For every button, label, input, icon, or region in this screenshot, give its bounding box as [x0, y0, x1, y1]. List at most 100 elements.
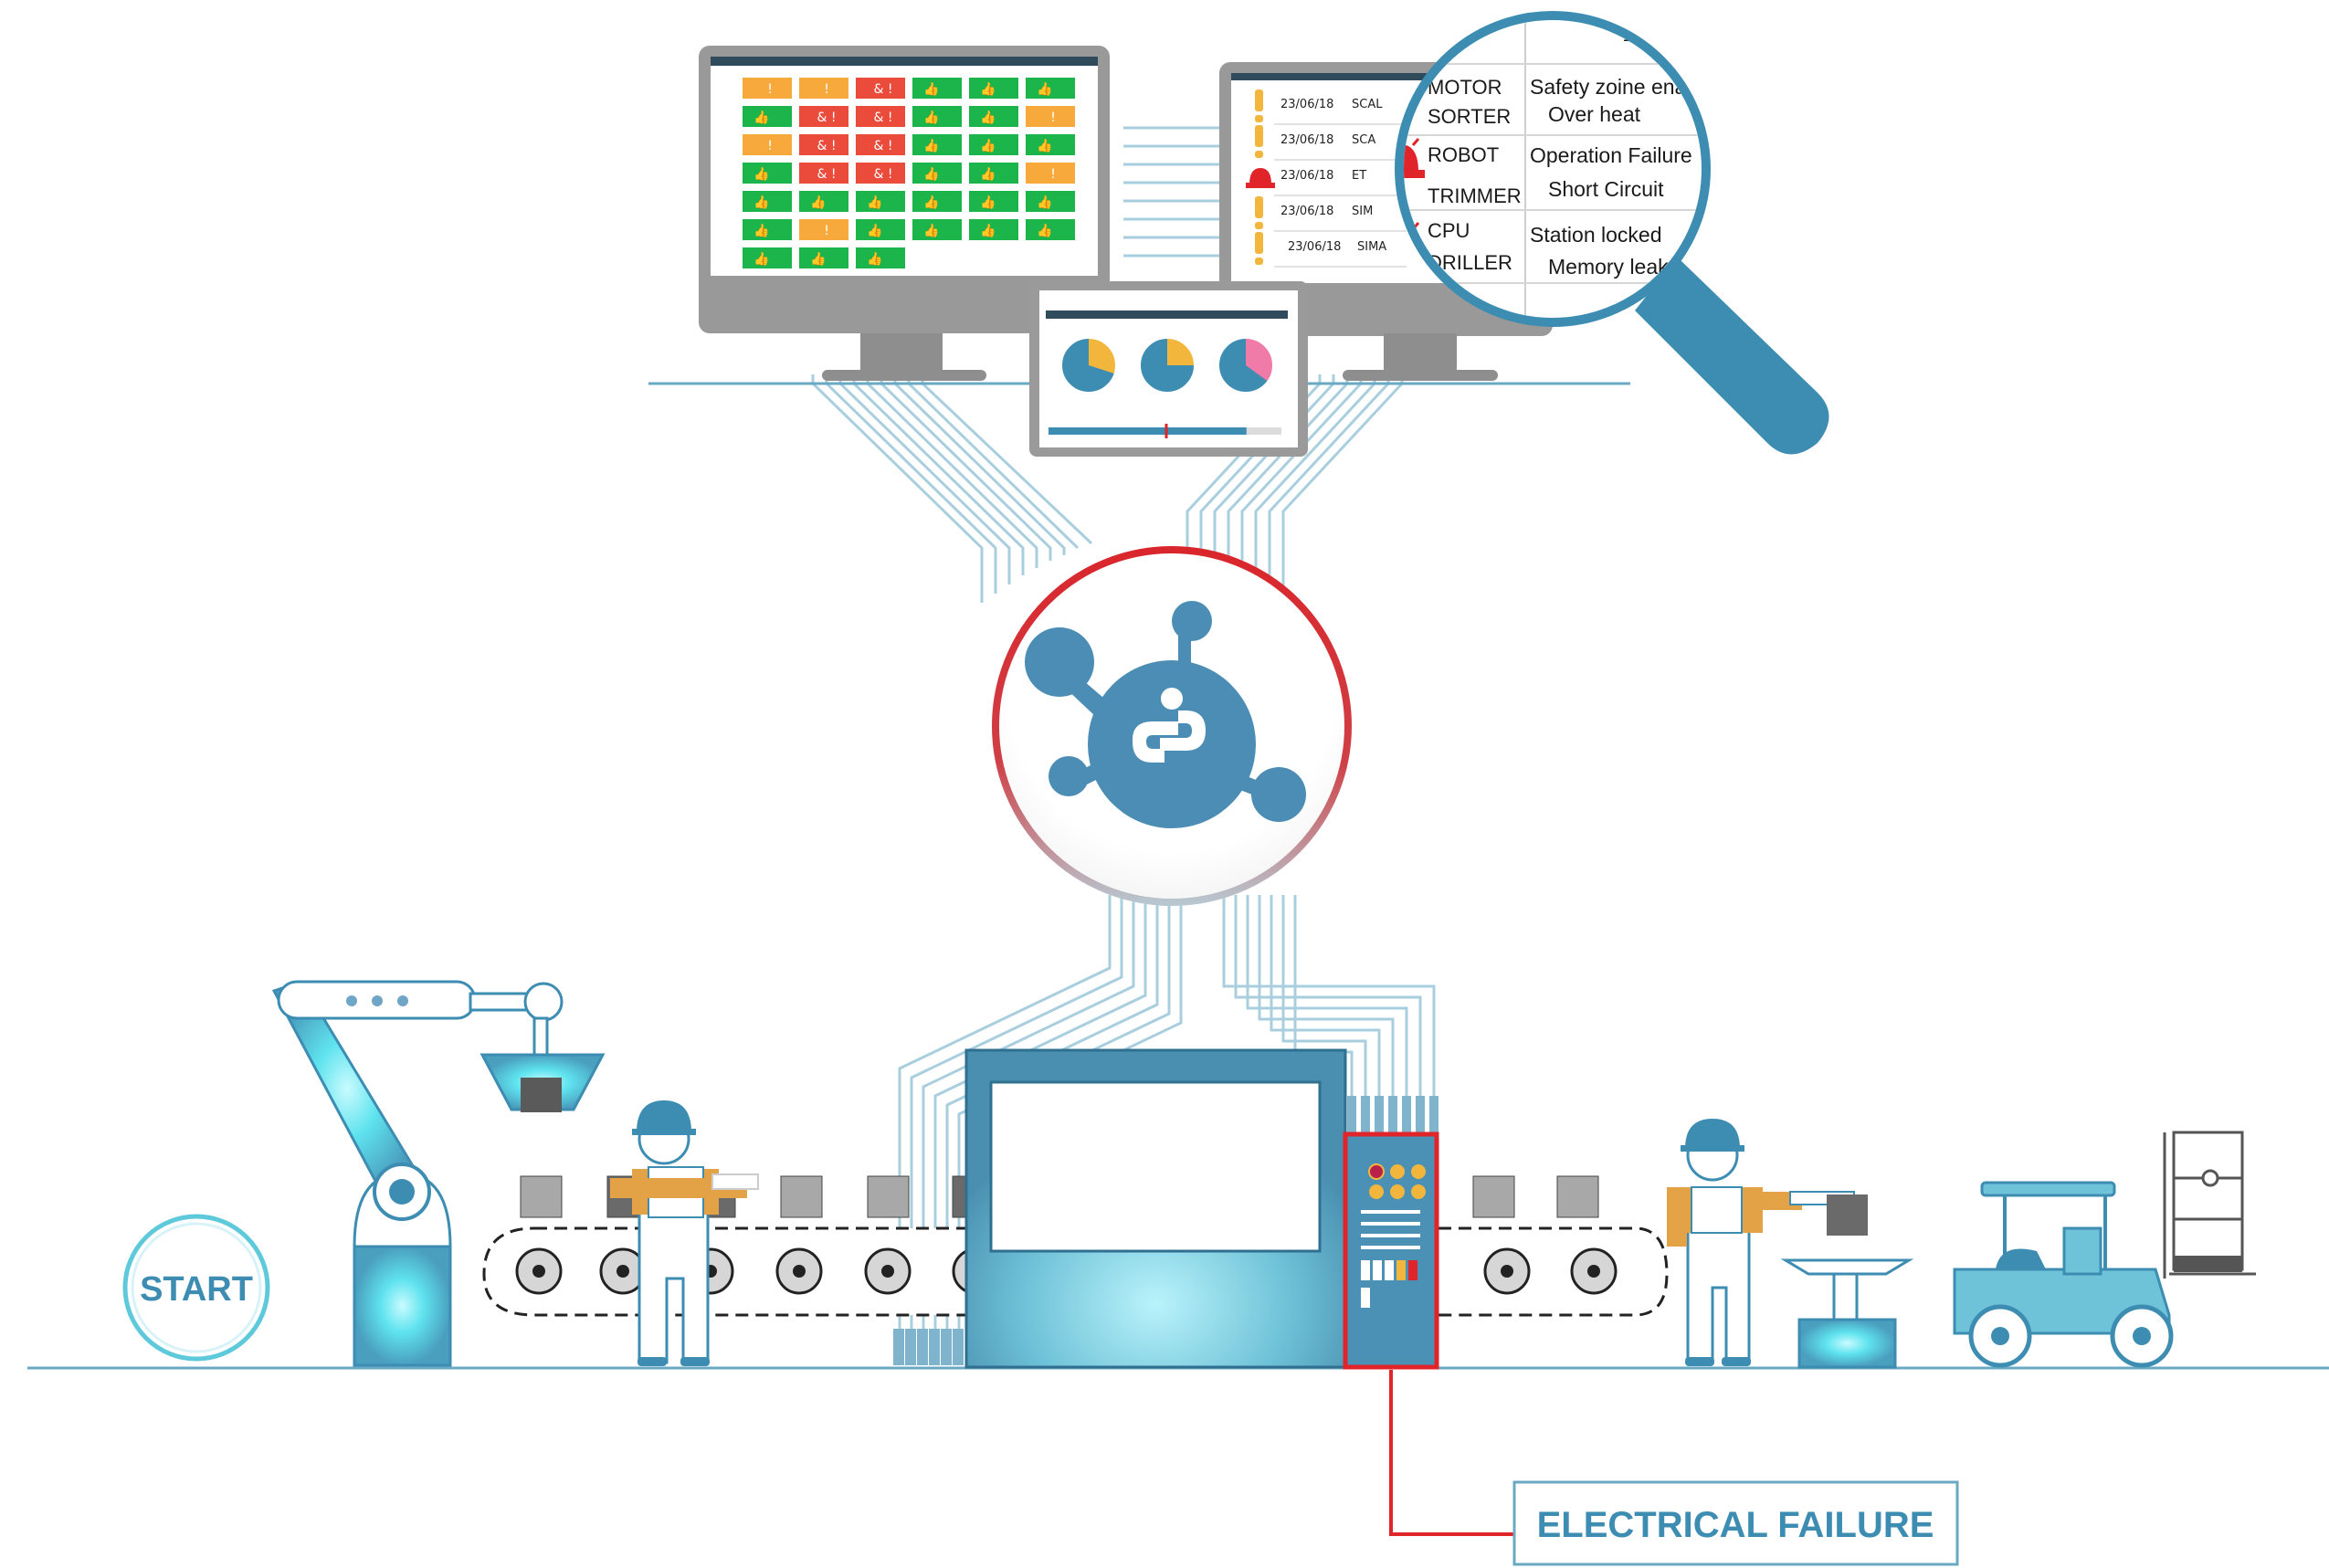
thumbs-up-icon: 👍	[1037, 81, 1052, 97]
log-code: SCA	[1352, 133, 1375, 147]
thumbs-up-icon: 👍	[1037, 138, 1052, 153]
magnified-device: CPU	[1428, 219, 1470, 242]
status-cell	[856, 134, 905, 155]
log-date: 23/06/18	[1280, 98, 1333, 111]
thumbs-up-icon: 👍	[1037, 195, 1052, 210]
thumbs-up-icon: 👍	[923, 195, 939, 210]
status-cell	[912, 191, 962, 212]
progress-marker	[1164, 424, 1168, 438]
processing-machine	[964, 1048, 1347, 1369]
status-cell	[743, 163, 792, 184]
log-code: SIM	[1352, 205, 1373, 218]
thumbs-up-icon: 👍	[980, 195, 996, 210]
warning-icon	[1255, 232, 1263, 265]
pie-charts	[1060, 337, 1274, 394]
pie-chart	[1060, 337, 1117, 394]
magnified-device: TRIMMER	[1428, 184, 1522, 207]
pie-chart	[1217, 337, 1274, 394]
warning-icon: !	[767, 82, 773, 97]
thumbs-up-icon: 👍	[867, 223, 882, 238]
warning-icon: & !	[874, 82, 893, 97]
thumbs-up-icon: 👍	[980, 110, 996, 125]
log-code: SCAL	[1352, 98, 1383, 111]
warning-icon: & !	[817, 167, 837, 182]
magnified-device: SORTER	[1428, 105, 1511, 128]
status-cell	[743, 106, 792, 127]
status-cell	[912, 78, 962, 99]
status-cell	[799, 134, 848, 155]
product-box	[1472, 1175, 1515, 1218]
worker-left	[610, 1100, 759, 1366]
magnified-message: Memory leak	[1548, 255, 1669, 279]
status-cell	[1026, 106, 1075, 127]
thumbs-up-icon: 👍	[1037, 223, 1052, 238]
thumbs-up-icon: 👍	[980, 223, 996, 238]
log-date: 23/06/18	[1288, 240, 1341, 254]
inspection-table	[1780, 1194, 1914, 1369]
start-label: START	[140, 1270, 253, 1309]
thumbs-up-icon: 👍	[810, 251, 826, 267]
cable-ends	[893, 1096, 1438, 1365]
roller	[775, 1247, 823, 1295]
status-cell	[1026, 219, 1075, 240]
thumbs-up-icon: 👍	[867, 251, 882, 267]
status-cell	[856, 78, 905, 99]
thumbs-up-icon: 👍	[754, 166, 769, 182]
roller	[1483, 1247, 1531, 1295]
progress-fill	[1049, 427, 1247, 435]
failure-callout: ELECTRICAL FAILURE	[1389, 1370, 1959, 1566]
product-box	[1556, 1175, 1599, 1218]
warning-icon: & !	[817, 110, 837, 125]
thumbs-up-icon: 👍	[754, 195, 769, 210]
log-date: 23/06/18	[1280, 205, 1333, 218]
thumbs-up-icon: 👍	[754, 110, 769, 125]
product-box	[520, 1175, 563, 1218]
status-grid: !!& !👍👍👍👍& !& !👍👍!!& !& !👍👍👍👍& !& !👍👍!👍👍…	[743, 78, 1075, 268]
roller	[864, 1247, 912, 1295]
worker-right	[1667, 1119, 1855, 1366]
status-cell	[969, 134, 1018, 155]
magnified-device: MOTOR	[1428, 76, 1502, 99]
thumbs-up-icon: 👍	[923, 110, 939, 125]
status-cell	[912, 134, 962, 155]
electrical-failure-label: ELECTRICAL FAILURE	[1537, 1505, 1934, 1545]
status-cell	[1026, 134, 1075, 155]
control-panel	[1343, 1131, 1439, 1370]
status-cell	[743, 134, 792, 155]
thumbs-up-icon: 👍	[867, 195, 882, 210]
robot-arm	[271, 980, 606, 1367]
warning-icon: & !	[874, 110, 893, 125]
log-code: ET	[1352, 169, 1366, 183]
link-glyph	[1133, 688, 1206, 763]
warning-icon: !	[1050, 110, 1056, 125]
warning-icon	[1255, 89, 1263, 122]
magnified-message: Safety zoine ena	[1530, 75, 1687, 99]
log-date: 23/06/18	[1280, 169, 1333, 183]
status-cell	[969, 163, 1018, 184]
thumbs-up-icon: 👍	[980, 166, 996, 182]
status-cell	[969, 78, 1018, 99]
warning-icon: & !	[817, 139, 837, 153]
roller	[515, 1247, 563, 1295]
status-cell	[969, 191, 1018, 212]
status-cell	[799, 106, 848, 127]
status-cell	[743, 191, 792, 212]
warning-icon: & !	[874, 139, 893, 153]
status-cell	[969, 219, 1018, 240]
status-cell	[1026, 191, 1075, 212]
forklift	[1953, 1131, 2256, 1368]
warning-icon: !	[824, 82, 829, 97]
status-cell	[799, 191, 848, 212]
status-cell	[912, 219, 962, 240]
pie-chart	[1139, 337, 1196, 394]
status-cell	[856, 247, 905, 268]
warning-icon	[1255, 196, 1263, 229]
status-cell	[856, 163, 905, 184]
warning-icon	[1255, 125, 1263, 158]
magnified-device: ROBOT	[1428, 143, 1499, 166]
warning-icon: !	[1050, 167, 1056, 182]
siren-icon	[1404, 138, 1425, 178]
status-cell	[799, 247, 848, 268]
